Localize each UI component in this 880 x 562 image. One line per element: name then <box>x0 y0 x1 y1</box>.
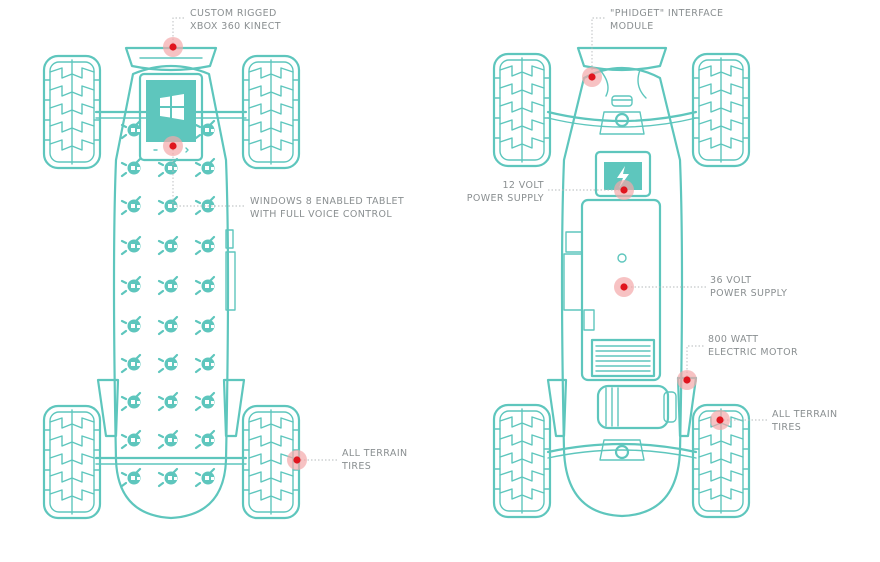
windows-logo-icon <box>160 94 184 120</box>
callout-tablet: WINDOWS 8 ENABLED TABLET WITH FULL VOICE… <box>250 196 405 220</box>
callout-phidget: "PHIDGET" INTERFACE MODULE <box>610 8 724 32</box>
deck-graphics <box>120 119 216 488</box>
tire-rear-left <box>42 404 102 520</box>
windows-tablet <box>138 72 204 162</box>
tire-rear-left-b <box>492 403 552 519</box>
callout-motor: 800 WATT ELECTRIC MOTOR <box>708 334 798 358</box>
callout-12v: 12 VOLT POWER SUPPLY <box>466 180 544 204</box>
tire-front-left <box>42 54 102 170</box>
tire-front-right <box>241 54 301 170</box>
callout-36v: 36 VOLT POWER SUPPLY <box>710 275 788 299</box>
left-board <box>42 46 301 520</box>
tire-front-left-b <box>492 52 552 168</box>
callout-markers <box>163 37 730 470</box>
right-board <box>492 46 751 519</box>
callout-tires-right: ALL TERRAIN TIRES <box>772 409 838 433</box>
lightning-bolt-icon <box>617 166 629 188</box>
tire-front-right-b <box>691 52 751 168</box>
callout-kinect: CUSTOM RIGGED XBOX 360 KINECT <box>190 8 281 32</box>
callout-tires-left: ALL TERRAIN TIRES <box>342 448 408 472</box>
